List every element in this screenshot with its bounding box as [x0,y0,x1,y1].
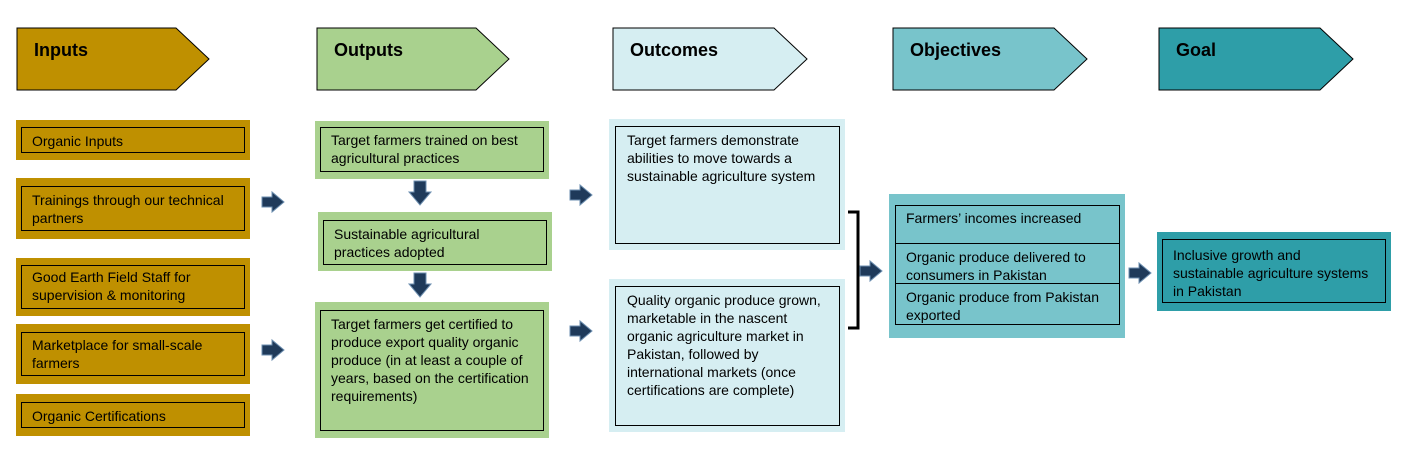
header-outputs: Outputs [316,27,510,91]
header-goal: Goal [1158,27,1354,91]
right-arrow-icon [261,338,285,362]
right-arrow-icon [569,183,593,207]
objective-label: Farmers’ incomes increased [895,205,1120,244]
output-box: Target farmers get certified to produce … [315,302,549,438]
input-label: Good Earth Field Staff for supervision &… [21,265,245,309]
chevron-shape [316,27,510,91]
objectives-box: Farmers’ incomes increased Organic produ… [889,194,1125,338]
header-inputs-label: Inputs [34,40,88,60]
objective-label: Organic produce delivered to consumers i… [895,243,1120,284]
output-box: Target farmers trained on best agricultu… [315,121,549,179]
chevron-shape [612,27,808,91]
header-outputs-label: Outputs [334,40,403,60]
right-arrow-icon [1128,261,1152,285]
input-box: Trainings through our technical partners [16,178,250,239]
header-objectives-label: Objectives [910,40,1002,60]
output-label: Target farmers get certified to produce … [320,310,544,431]
outcome-label: Target farmers demonstrate abilities to … [615,126,840,244]
input-label: Organic Inputs [21,127,245,153]
header-outcomes-label: Outcomes [630,40,719,60]
input-box: Organic Certifications [16,394,250,436]
chevron-shape [1158,27,1354,91]
right-arrow-icon [569,319,593,343]
bracket-connector [848,210,860,330]
input-label: Trainings through our technical partners [21,186,245,231]
outcome-box: Quality organic produce grown, marketabl… [609,279,845,432]
objective-label: Organic produce from Pakistan exported [895,283,1120,325]
chevron-shape [892,27,1088,91]
right-arrow-icon [859,259,883,283]
output-label: Target farmers trained on best agricultu… [320,127,544,172]
header-objectives: Objectives [892,27,1088,91]
goal-box: Inclusive growth and sustainable agricul… [1157,232,1391,311]
header-goal-label: Goal [1176,40,1217,60]
input-label: Organic Certifications [21,402,245,428]
output-box: Sustainable agricultural practices adopt… [318,212,552,271]
down-arrow-icon [407,272,433,298]
down-arrow-icon [407,180,433,206]
input-box: Marketplace for small-scale farmers [16,324,250,384]
right-arrow-icon [261,190,285,214]
outcome-box: Target farmers demonstrate abilities to … [609,119,845,250]
output-label: Sustainable agricultural practices adopt… [323,220,547,265]
header-outcomes: Outcomes [612,27,808,91]
input-box: Organic Inputs [16,120,250,160]
input-box: Good Earth Field Staff for supervision &… [16,258,250,316]
header-inputs: Inputs [16,27,210,91]
chevron-shape [16,27,210,91]
outcome-label: Quality organic produce grown, marketabl… [615,286,840,426]
input-label: Marketplace for small-scale farmers [21,332,245,376]
goal-label: Inclusive growth and sustainable agricul… [1162,239,1386,303]
